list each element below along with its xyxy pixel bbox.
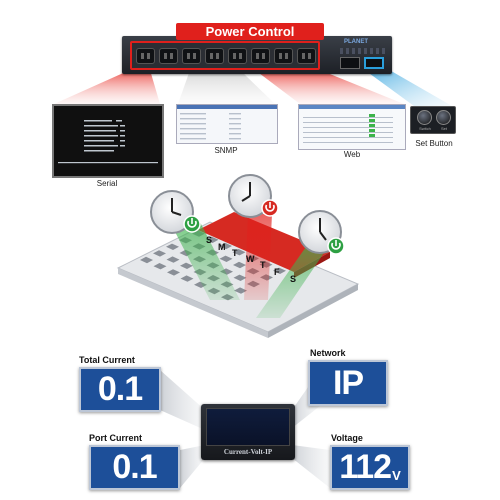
web-table-lines [299,105,405,143]
calendar-day-cell [205,236,219,243]
power-control-title: Power Control [176,23,324,40]
clock-middle [228,174,272,218]
calendar-day-cell [273,267,286,274]
port-current-label: Port Current [89,433,143,443]
calendar-edge [118,268,268,338]
beam-web [255,70,404,104]
meter-display-screen [206,408,290,446]
highlighted-port [364,57,384,69]
day-label-1: S [206,235,212,245]
beam-clock-middle [244,214,272,300]
calendar-day-cell [153,263,167,270]
calendar-day-cell [180,262,193,269]
set-knob [436,110,451,125]
day-label-4: W [246,254,255,264]
calendar-day-cell [219,242,232,250]
beam-set-button [362,68,452,106]
voltage-value: 112 [339,448,392,486]
day-label-3: T [232,248,238,258]
voltage-unit: V [392,468,401,483]
led-row [340,48,386,54]
switch-knob [417,110,432,125]
caption-set-button: Set Button [415,139,453,148]
outlet-1 [136,48,155,64]
snmp-screenshot [176,104,278,144]
beam-port-current [180,445,205,488]
serial-terminal-screenshot [52,104,164,178]
clock-left [150,190,194,234]
outlet-strip [130,41,320,70]
outlet-2 [159,48,178,64]
outlet-4 [205,48,224,64]
set-button-panel: Switch Set [410,106,456,134]
outlet-6 [251,48,270,64]
total-current-display: 0.1 [79,367,161,412]
calendar-day-cell [232,249,246,256]
calendar-edge-right [268,284,358,338]
day-label-7: S [290,274,296,284]
set-knob-label: Set [440,126,447,131]
caption-snmp: SNMP [214,146,238,155]
port-current-value: 0.1 [112,448,157,486]
day-label-5: T [260,260,266,270]
outlet-7 [274,48,293,64]
calendar-day-cell [153,250,166,257]
calendar-day-cell [167,269,180,276]
day-label-2: M [218,242,226,252]
calendar-day-cell [140,256,153,264]
beam-layer [54,68,452,106]
total-current-value: 0.1 [97,370,143,408]
calendar-day-cell [166,256,180,263]
total-current-label: Total Current [79,355,135,365]
outlet-8 [297,48,316,64]
voltage-display: 112 V [330,445,410,490]
day-label-6: F [274,267,280,277]
snmp-table-lines [177,105,277,140]
caption-serial: Serial [96,179,118,188]
beam-total-current [160,370,205,430]
calendar-day-cell [219,255,233,262]
calendar-day-cell [180,275,194,282]
brand-logo: PLANET [344,39,368,45]
network-label: Network [310,348,346,358]
outlet-5 [228,48,247,64]
power-symbols [187,202,341,250]
terminal-text-lines [58,120,158,164]
network-value: IP [332,363,364,402]
calendar-day-cell [234,287,247,294]
network-display: IP [308,360,388,406]
console-port [340,57,360,69]
beam-serial [54,70,160,104]
switch-knob-label: Switch [419,126,431,131]
voltage-label: Voltage [331,433,363,443]
schedule-illustration: S M T W T F S [116,174,360,338]
beam-clock-left [170,222,240,300]
caption-web: Web [343,150,361,159]
calendar-day-cell [166,243,179,250]
outlet-3 [182,48,201,64]
web-ui-screenshot [298,104,406,150]
calendar-day-cell [233,274,247,281]
meter-display-label: Current-Volt-IP [223,448,273,456]
beam-snmp [178,70,275,104]
beam-voltage [292,445,330,488]
beam-clock-right [256,244,330,318]
calendar-day-cell [233,261,246,269]
port-current-display: 0.1 [89,445,180,490]
